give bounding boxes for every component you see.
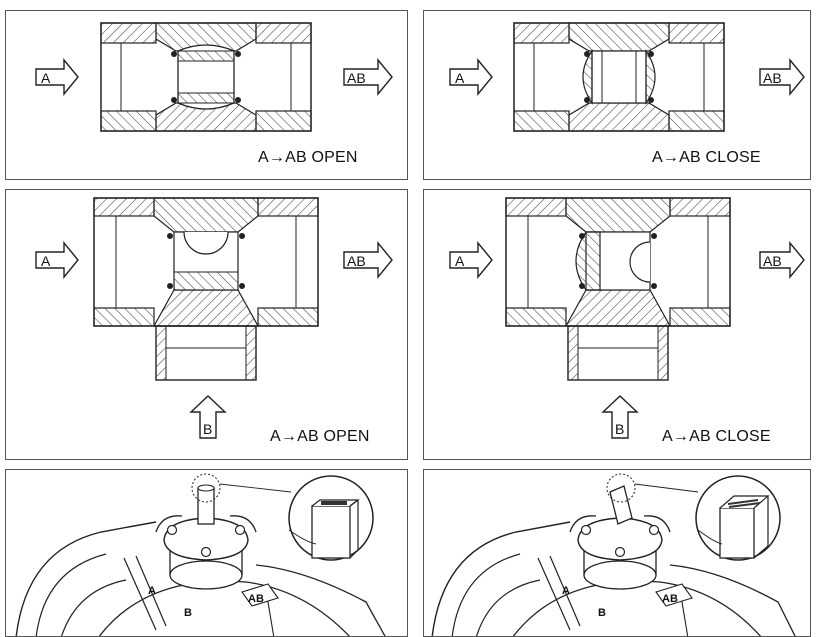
inlet-arrow-a (449, 58, 493, 96)
valve-stem-close-illustration: A B AB (431, 473, 796, 636)
panel-stem-close-illustration: A B AB (423, 469, 811, 637)
port-label-ab: AB (662, 593, 678, 605)
arrow-label-b: B (615, 421, 624, 437)
inlet-arrow-b (601, 395, 639, 439)
arrow-label-b: B (203, 421, 212, 437)
two-way-open-section-drawing: A AB (35, 22, 393, 132)
arrow-label-ab: AB (347, 253, 366, 269)
arrow-label-a: A (455, 253, 465, 269)
arrow-label-ab: AB (763, 253, 782, 269)
outlet-arrow-ab (343, 58, 393, 96)
port-label-a: A (148, 585, 156, 597)
panel-caption: A→AB CLOSE (662, 428, 771, 445)
arrow-label-a: A (455, 70, 465, 86)
panel-caption: A→AB OPEN (270, 428, 370, 445)
three-way-open-section-drawing: A AB B (35, 197, 393, 439)
panel-stem-open-illustration: A B AB (5, 469, 408, 637)
port-label-ab: AB (248, 593, 264, 605)
panel-caption: A→AB OPEN (258, 149, 358, 166)
port-label-b: B (184, 607, 192, 619)
port-label-b: B (598, 607, 606, 619)
inlet-arrow-b (189, 395, 227, 439)
inlet-arrow-a (35, 241, 79, 279)
outlet-arrow-ab (759, 241, 805, 279)
panel-two-way-close: A AB A→AB CLOSE (423, 10, 811, 180)
panel-caption: A→AB CLOSE (652, 149, 761, 166)
outlet-arrow-ab (759, 58, 805, 96)
two-way-close-section-drawing: A AB (449, 22, 805, 132)
arrow-label-ab: AB (763, 70, 782, 86)
three-way-close-section-drawing: A AB B (449, 197, 805, 439)
inlet-arrow-a (35, 58, 79, 96)
inlet-arrow-a (449, 241, 493, 279)
arrow-label-ab: AB (347, 70, 366, 86)
arrow-label-a: A (41, 70, 51, 86)
port-label-a: A (562, 585, 570, 597)
valve-stem-open-illustration: A B AB (15, 473, 386, 636)
outlet-arrow-ab (343, 241, 393, 279)
panel-three-way-open: A AB B A→AB OPEN (5, 189, 408, 460)
panel-three-way-close: A AB B A→AB CLOSE (423, 189, 811, 460)
panel-two-way-open: A AB A→AB OPEN (5, 10, 408, 180)
arrow-label-a: A (41, 253, 51, 269)
